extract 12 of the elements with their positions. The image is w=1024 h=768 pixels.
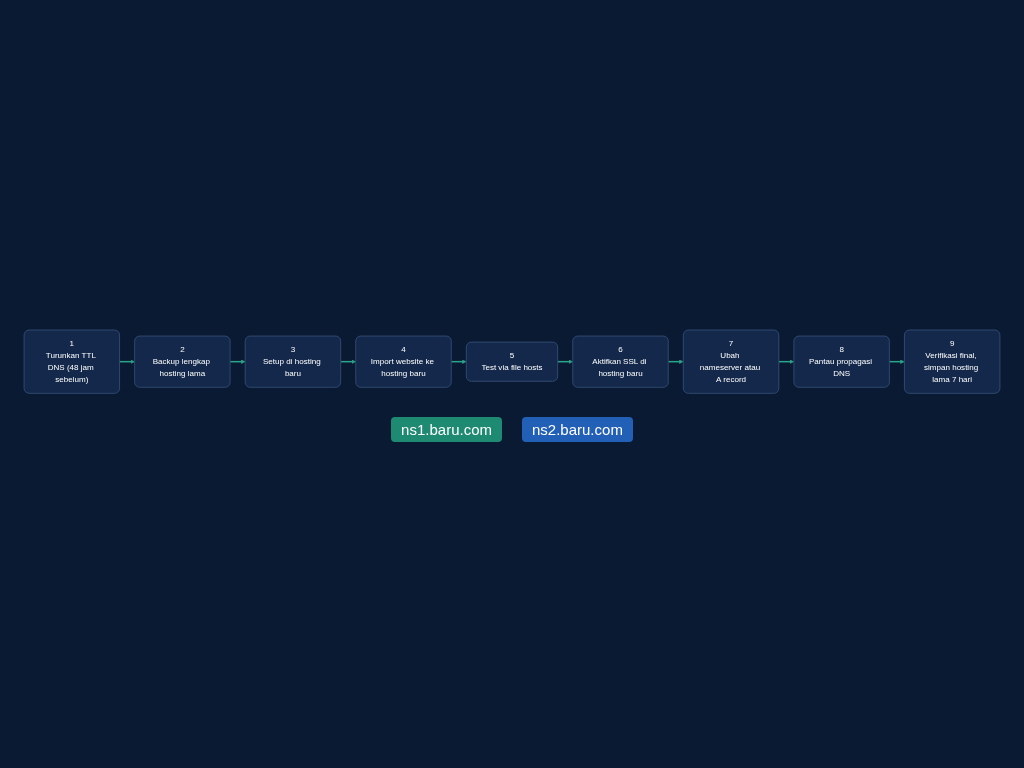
- nameserver-label: ns1.baru.com: [391, 417, 502, 443]
- node-box: 1 Turunkan TTL DNS (48 jam sebelum): [23, 329, 120, 394]
- node-box: 9 Verifikasi final, simpan hosting lama 7 hari: [904, 329, 1001, 394]
- node-box: 2 Backup lengkap hosting lama: [134, 335, 231, 388]
- node-box: 5 Test via file hosts: [465, 341, 559, 382]
- nameserver-label: ns2.baru.com: [522, 417, 633, 443]
- arrow: [888, 359, 905, 364]
- node-box: 4 Import website ke hosting baru: [355, 335, 452, 388]
- node-box: 7 Ubah nameserver atau A record: [682, 329, 780, 394]
- node-box: 8 Pantau propagasi DNS: [793, 335, 890, 388]
- node-box: 3 Setup di hosting baru: [244, 335, 342, 388]
- node-box: 6 Aktifkan SSL di hosting baru: [572, 335, 669, 388]
